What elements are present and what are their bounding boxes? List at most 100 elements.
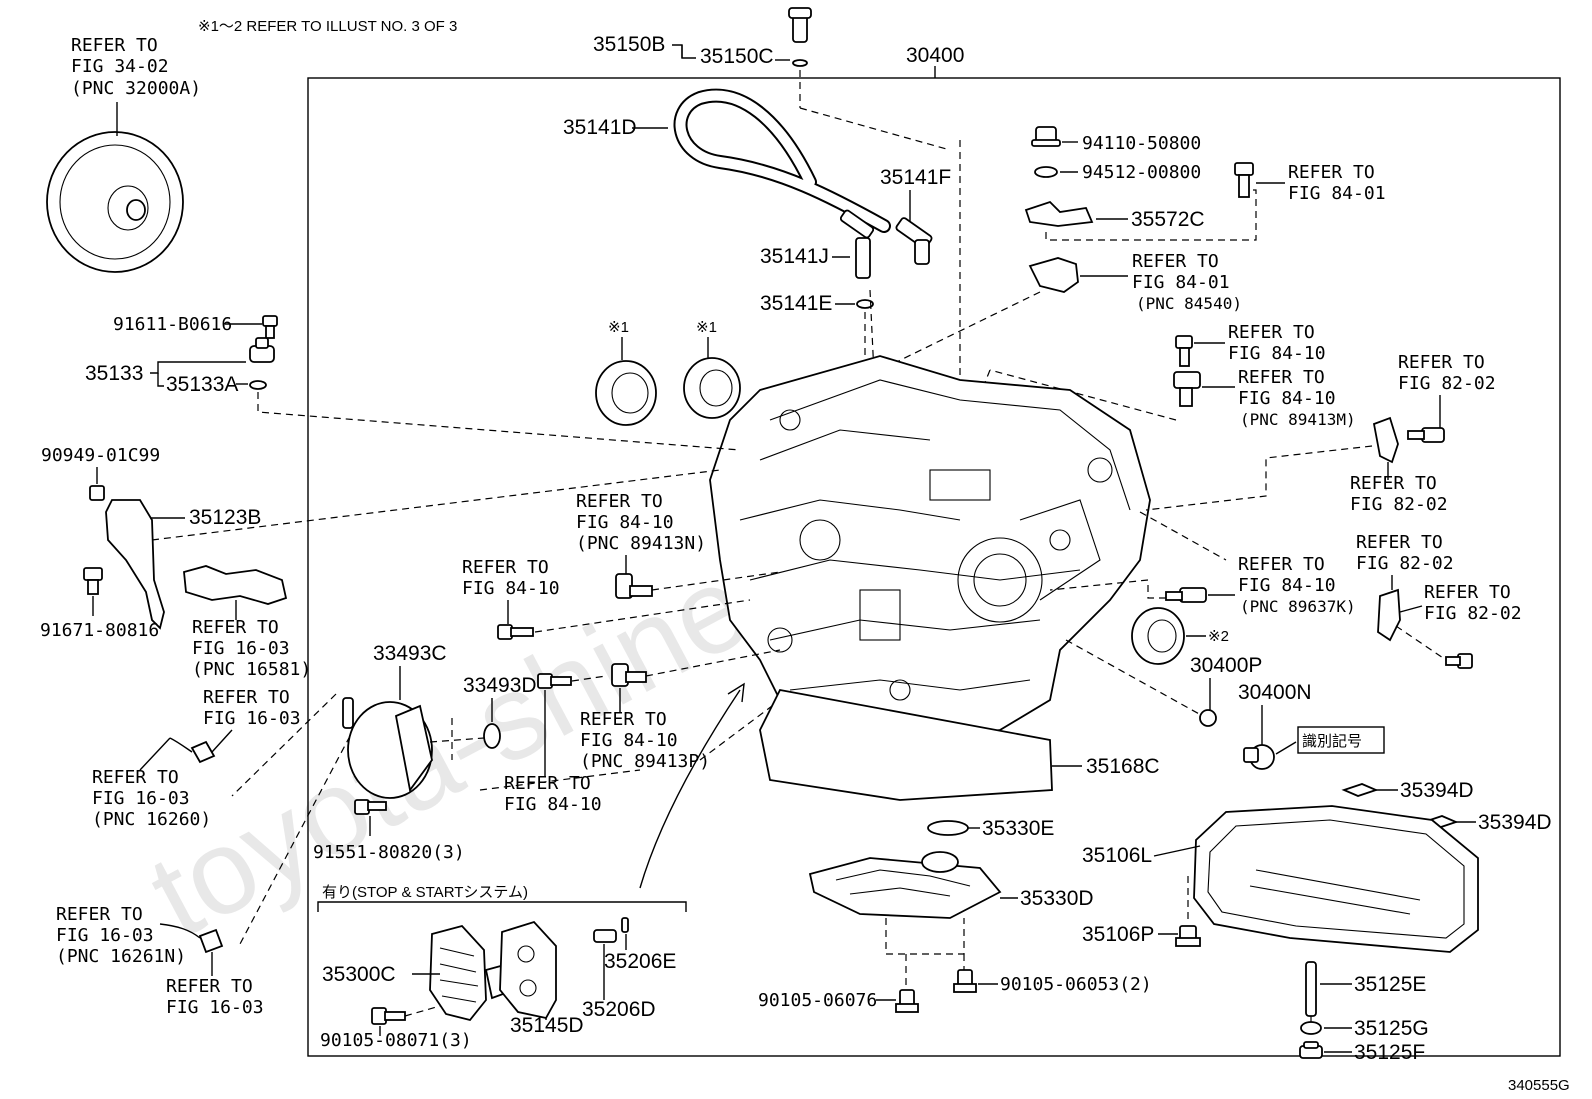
oil-seal-icon-c	[1131, 607, 1185, 665]
ref-8202d-1: REFER TO	[1424, 582, 1511, 603]
label-35133: 35133	[85, 362, 143, 385]
ref-8410n-3: (PNC 89413N)	[576, 533, 706, 554]
bracket-icon	[1024, 200, 1094, 227]
assembly-number: 30400	[906, 44, 964, 67]
ref-8410c-1: REFER TO	[462, 557, 549, 578]
label-91611-B0616: 91611-B0616	[113, 314, 232, 335]
ref-8202c-1: REFER TO	[1356, 532, 1443, 553]
label-plate-icon-a	[1341, 783, 1379, 797]
hose-clip-icon-d	[198, 928, 224, 954]
ref-torque-2: FIG 34-02	[71, 56, 169, 77]
ref-8410p-1: REFER TO	[580, 709, 667, 730]
plug-gasket-icon	[249, 380, 267, 390]
hose-fitting-icon	[895, 217, 933, 265]
ref-8410a-2: FIG 84-10	[1228, 343, 1326, 364]
label-35150C: 35150C	[700, 45, 774, 68]
label-35168C: 35168C	[1086, 755, 1160, 778]
label-35300C: 35300C	[322, 963, 396, 986]
label-35141E: 35141E	[760, 292, 832, 315]
ref-8410p-2: FIG 84-10	[580, 730, 678, 751]
ref-8410n-1: REFER TO	[576, 491, 663, 512]
ref-1603c-1: REFER TO	[92, 767, 179, 788]
solenoid-pin-icon	[593, 929, 617, 943]
stop-start-label: 有り(STOP & STARTシステム)	[322, 884, 528, 901]
ref-1603d-3: (PNC 16261N)	[56, 946, 186, 967]
ref-1603a-3: (PNC 16581)	[192, 659, 311, 680]
oil-pan-icon	[1193, 805, 1479, 953]
bolt-icon-top	[1234, 162, 1254, 198]
ref-8410b-3: (PNC 89413M)	[1240, 410, 1356, 429]
bolt-icon-35106P	[1175, 925, 1201, 947]
label-35106L: 35106L	[1082, 844, 1152, 867]
control-bracket-icon	[105, 499, 165, 630]
label-30400N: 30400N	[1238, 681, 1312, 704]
label-35141J: 35141J	[760, 245, 829, 268]
drain-pipe-icon	[1305, 961, 1317, 1017]
bolt-icon-8202a	[1407, 427, 1445, 443]
label-90949-01C99: 90949-01C99	[41, 445, 160, 466]
label-35330D: 35330D	[1020, 887, 1094, 910]
label-35572C: 35572C	[1131, 208, 1205, 231]
id-mark-box	[1297, 726, 1385, 754]
sensor-bracket-icon	[1028, 257, 1079, 293]
label-35125G: 35125G	[1354, 1017, 1429, 1040]
bolt-icon-90105-08071	[371, 1007, 406, 1025]
label-91551-80820: 91551-80820(3)	[313, 842, 465, 863]
ref-8202b-2: FIG 82-02	[1350, 494, 1448, 515]
label-30400P: 30400P	[1190, 654, 1262, 677]
hose-clip-icon-b	[190, 740, 216, 764]
illustration-code: 340555G	[1508, 1077, 1570, 1094]
ref-8410k-2: FIG 84-10	[1238, 575, 1336, 596]
sensor-icon-89413p	[611, 663, 647, 687]
drain-seal-icon	[1300, 1021, 1322, 1035]
ref-8410b-2: FIG 84-10	[1238, 388, 1336, 409]
ref-torque-1: REFER TO	[71, 35, 158, 56]
bolt-icon-91671	[83, 567, 103, 595]
bolt-icon-91551	[354, 799, 387, 815]
direction-arrow-icon	[639, 689, 741, 889]
ref-8202d-2: FIG 82-02	[1424, 603, 1522, 624]
ref-1603b-2: FIG 16-03	[203, 708, 301, 729]
ref-1603d-1: REFER TO	[56, 904, 143, 925]
sensor-icon-89637k	[1165, 587, 1207, 603]
ref-8202c-2: FIG 82-02	[1356, 553, 1454, 574]
label-35330E: 35330E	[982, 817, 1054, 840]
label-35141F: 35141F	[880, 166, 951, 189]
id-mark-label: 識別記号	[1302, 733, 1362, 750]
bolt-icon-90105-06076	[895, 989, 919, 1013]
union-fitting-icon	[839, 209, 875, 279]
ref-1603a-1: REFER TO	[192, 617, 279, 638]
ref-1603e-2: FIG 16-03	[166, 997, 264, 1018]
ref-1603b-1: REFER TO	[203, 687, 290, 708]
label-35141D: 35141D	[563, 116, 637, 139]
valve-body-cover-icon	[499, 920, 557, 1020]
label-35206E: 35206E	[604, 950, 676, 973]
breather-plug-icon	[788, 7, 812, 43]
label-33493C: 33493C	[373, 642, 447, 665]
ref-8410k-1: REFER TO	[1238, 554, 1325, 575]
label-90105-06053: 90105-06053(2)	[1000, 974, 1152, 995]
bolt-icon-8410a	[1175, 335, 1193, 367]
clip-icon	[89, 485, 105, 501]
oil-seal-icon-a	[595, 360, 657, 426]
sensor-icon-89413n	[615, 573, 653, 599]
label-35394D-a: 35394D	[1400, 779, 1474, 802]
ref-1603a-2: FIG 16-03	[192, 638, 290, 659]
electric-oil-pump-icon	[342, 697, 433, 799]
label-90105-08071: 90105-08071(3)	[320, 1030, 472, 1051]
ref-1603c-2: FIG 16-03	[92, 788, 190, 809]
label-35394D-b: 35394D	[1478, 811, 1552, 834]
strainer-o-ring-icon	[927, 820, 969, 836]
ref-8410b-1: REFER TO	[1238, 367, 1325, 388]
bolt-icon-90105-06053	[953, 969, 977, 993]
harness-clamp-icon-a	[1372, 416, 1399, 464]
assembly-frame	[307, 77, 1561, 1057]
o-ring-icon	[792, 59, 808, 67]
ref-8410n-2: FIG 84-10	[576, 512, 674, 533]
washer-icon	[1034, 166, 1058, 178]
ref-8401b-1: REFER TO	[1132, 251, 1219, 272]
stop-start-bracket	[317, 901, 687, 912]
ref-8410k-3: (PNC 89637K)	[1240, 597, 1356, 616]
ref-8401b-3: (PNC 84540)	[1136, 294, 1242, 313]
small-pin-icon	[621, 917, 629, 933]
